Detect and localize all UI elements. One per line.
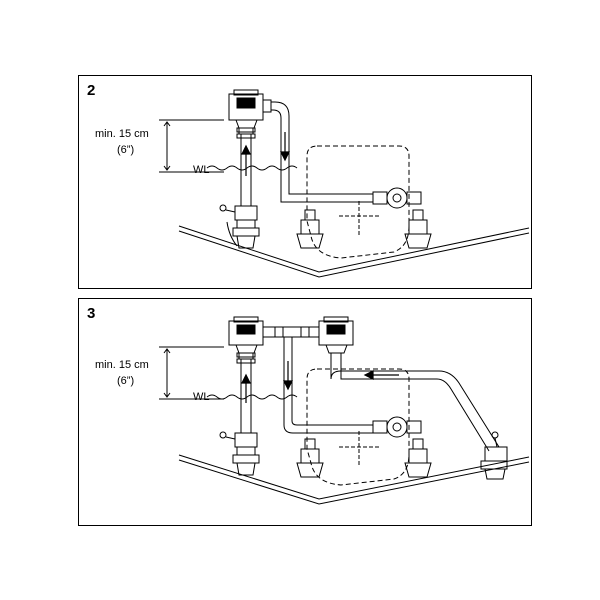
height-label-imperial: (6”) <box>117 144 135 156</box>
hull-outer-line <box>178 225 530 273</box>
hose-down <box>283 337 373 434</box>
height-dimension <box>159 119 224 173</box>
left-arrow-icon <box>363 370 399 380</box>
height-label: min. 15 cm <box>95 359 149 371</box>
seacock-valve[interactable] <box>234 205 258 221</box>
engine-mount-left <box>296 209 324 249</box>
engine-mount-right <box>404 438 432 478</box>
height-dimension <box>159 346 224 400</box>
panel-number: 2 <box>87 82 96 99</box>
vented-loop-label <box>236 97 256 109</box>
vented-loop-cap <box>233 89 259 96</box>
valve-handle[interactable] <box>491 431 499 439</box>
up-arrow-icon <box>241 373 251 403</box>
engine-mount-right <box>404 209 432 249</box>
pump-outlet <box>406 191 422 205</box>
hose-inlet-2 <box>250 128 254 206</box>
installation-diagram-2 <box>159 89 530 278</box>
hull-inner-line <box>178 230 530 278</box>
tee-connector <box>262 326 320 338</box>
installation-diagram-3 <box>159 316 530 505</box>
up-arrow-icon <box>241 144 251 176</box>
through-hull <box>232 227 260 237</box>
vented-loop-base <box>235 119 258 129</box>
hose-connector <box>262 99 272 113</box>
panel-2: 2 min. 15 cm (6”) WL <box>78 75 532 289</box>
hose-right-loop <box>330 353 500 448</box>
engine-mount-left <box>296 438 324 478</box>
hose-down-inner <box>291 337 373 426</box>
pump[interactable] <box>386 416 408 438</box>
water-wave-icon <box>206 165 298 171</box>
hull-inner-line <box>178 459 530 505</box>
waterline-label: WL <box>193 391 210 403</box>
engine-outline <box>306 368 410 486</box>
down-arrow-icon <box>280 132 290 162</box>
hull-outer-line <box>178 454 530 500</box>
hose-outlet-inner <box>271 109 373 203</box>
hose-outlet <box>271 101 373 195</box>
pump-inlet <box>372 191 388 205</box>
hose-inlet <box>238 128 242 206</box>
hose-clamp <box>236 133 256 139</box>
panel-3: 3 min. 15 cm (6”) WL <box>78 298 532 526</box>
engine-centerline <box>339 201 379 236</box>
down-arrow-icon <box>283 361 293 391</box>
height-label: min. 15 cm <box>95 128 149 140</box>
engine-centerline <box>339 431 379 467</box>
engine-outline <box>306 145 410 259</box>
valve-handle[interactable] <box>219 204 227 212</box>
panel-number: 3 <box>87 305 96 322</box>
water-wave-icon <box>206 394 298 400</box>
hull-stringer <box>226 221 238 247</box>
height-label-imperial: (6”) <box>117 375 135 387</box>
hose-clamp <box>236 127 256 133</box>
pump[interactable] <box>386 187 408 209</box>
waterline-label: WL <box>193 164 210 176</box>
hose-right-loop-inner <box>340 353 490 452</box>
valve-handle[interactable] <box>219 431 227 439</box>
seacock-valve-left[interactable] <box>234 432 258 448</box>
